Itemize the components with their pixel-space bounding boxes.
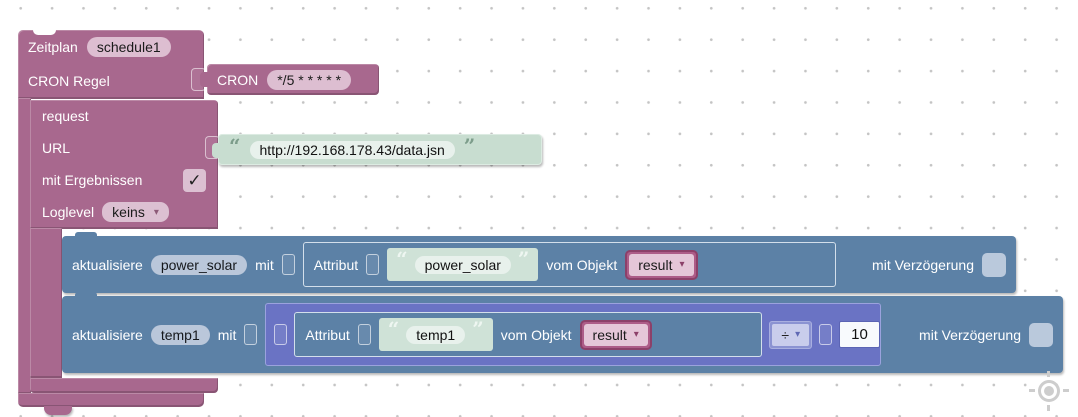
math-division-block[interactable]: Attribut “ temp1 ” vom Objekt result▾ ÷▾… bbox=[265, 303, 882, 366]
url-label: URL bbox=[42, 140, 71, 156]
divisor-number-field[interactable]: 10 bbox=[839, 321, 880, 348]
dropdown-arrow-icon: ▾ bbox=[153, 206, 159, 218]
delay-checkbox[interactable] bbox=[1029, 322, 1053, 347]
attribute-value-field[interactable]: power_solar bbox=[414, 255, 511, 274]
crosshair-dot bbox=[1044, 386, 1054, 396]
attribute-value-field[interactable]: temp1 bbox=[406, 325, 466, 344]
center-view-icon[interactable] bbox=[1028, 370, 1070, 412]
dropdown-arrow-icon: ▾ bbox=[633, 329, 639, 340]
variable-dropdown[interactable]: result ▾ bbox=[629, 253, 694, 276]
open-quote-icon: “ bbox=[396, 247, 408, 271]
close-quote-icon: ” bbox=[517, 247, 530, 271]
update-action-label: aktualisiere bbox=[72, 256, 143, 273]
schedule-block-bottom[interactable] bbox=[18, 393, 204, 407]
open-quote-icon: “ bbox=[387, 317, 400, 341]
value-socket bbox=[366, 254, 380, 275]
open-quote-icon: “ bbox=[229, 134, 241, 158]
from-object-label: vom Objekt bbox=[546, 256, 618, 273]
crosshair-tick bbox=[1063, 389, 1069, 392]
from-object-label: vom Objekt bbox=[500, 326, 572, 343]
cron-label: CRON bbox=[217, 71, 259, 88]
with-results-checkbox[interactable]: ✓ bbox=[183, 168, 206, 192]
object-id-field[interactable]: power_solar bbox=[150, 254, 248, 275]
request-block[interactable]: request URL mit Ergebnissen ✓ Loglevel k… bbox=[30, 100, 220, 229]
delay-checkbox[interactable] bbox=[982, 252, 1006, 277]
loglevel-value: keins bbox=[112, 204, 145, 220]
value-socket bbox=[819, 324, 833, 345]
variable-name: result bbox=[592, 326, 627, 343]
crosshair-tick bbox=[1047, 371, 1050, 377]
delay-label: mit Verzögerung bbox=[872, 256, 974, 273]
result-variable-block[interactable]: result ▾ bbox=[625, 249, 698, 280]
variable-name: result bbox=[638, 256, 673, 273]
update-block-power-solar[interactable]: aktualisiere power_solar mit Attribut “ … bbox=[62, 232, 1016, 293]
with-label: mit bbox=[217, 326, 237, 343]
update-action-label: aktualisiere bbox=[72, 326, 143, 343]
crosshair-ring bbox=[1038, 380, 1060, 402]
url-string-block[interactable]: “ http://192.168.178.43/data.jsn ” bbox=[212, 134, 542, 165]
attribute-label: Attribut bbox=[313, 256, 359, 273]
dropdown-arrow-icon: ▾ bbox=[679, 259, 685, 270]
value-socket bbox=[281, 254, 295, 275]
cron-pattern-field[interactable]: */5 * * * * * bbox=[267, 69, 352, 90]
schedule-name-field[interactable]: schedule1 bbox=[86, 37, 171, 57]
request-title-label: request bbox=[42, 108, 89, 124]
with-label: mit bbox=[255, 256, 274, 273]
loglevel-label: Loglevel bbox=[42, 204, 95, 220]
result-variable-block[interactable]: result ▾ bbox=[579, 319, 652, 350]
operator-symbol: ÷ bbox=[781, 326, 790, 343]
attribute-string-block[interactable]: “ power_solar ” bbox=[387, 247, 539, 281]
close-quote-icon: ” bbox=[472, 317, 484, 341]
url-value-field[interactable]: http://192.168.178.43/data.jsn bbox=[249, 140, 455, 159]
operator-dropdown[interactable]: ÷▾ bbox=[772, 323, 810, 346]
top-connector-tab bbox=[75, 292, 97, 296]
value-socket bbox=[357, 324, 371, 345]
cron-block[interactable]: CRON */5 * * * * * bbox=[200, 64, 379, 95]
value-socket bbox=[244, 324, 258, 345]
value-socket bbox=[274, 324, 288, 345]
crosshair-tick bbox=[1029, 389, 1035, 392]
attribute-label: Attribut bbox=[305, 326, 350, 343]
loglevel-dropdown[interactable]: keins ▾ bbox=[102, 202, 169, 222]
attribute-block[interactable]: Attribut “ temp1 ” vom Objekt result ▾ bbox=[294, 312, 763, 357]
schedule-block-spine[interactable] bbox=[18, 98, 31, 394]
schedule-block[interactable]: Zeitplan schedule1 CRON Regel bbox=[18, 30, 206, 99]
update-block-temp1[interactable]: aktualisiere temp1 mit Attribut “ temp1 … bbox=[62, 292, 1063, 373]
dropdown-arrow-icon: ▾ bbox=[795, 329, 801, 340]
request-block-spine[interactable] bbox=[30, 228, 62, 378]
crosshair-tick bbox=[1047, 405, 1050, 411]
operator-block[interactable]: ÷▾ bbox=[769, 320, 813, 349]
cron-rule-label: CRON Regel bbox=[28, 73, 110, 89]
attribute-string-block[interactable]: “ temp1 ” bbox=[378, 317, 493, 351]
delay-label: mit Verzögerung bbox=[919, 326, 1021, 343]
object-id-field[interactable]: temp1 bbox=[150, 324, 210, 345]
next-connector-tab bbox=[44, 406, 72, 415]
with-results-label: mit Ergebnissen bbox=[42, 172, 143, 188]
top-connector-notch bbox=[33, 30, 56, 35]
request-block-bottom[interactable] bbox=[30, 378, 218, 393]
top-connector-tab bbox=[75, 232, 97, 236]
variable-dropdown[interactable]: result ▾ bbox=[583, 323, 648, 346]
close-quote-icon: ” bbox=[463, 134, 476, 158]
attribute-block[interactable]: Attribut “ power_solar ” vom Objekt resu… bbox=[302, 242, 836, 287]
schedule-title-label: Zeitplan bbox=[28, 39, 78, 55]
